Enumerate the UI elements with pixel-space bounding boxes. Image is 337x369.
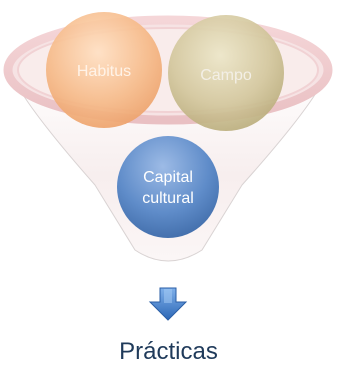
capital-label-line1: Capital	[143, 169, 193, 186]
campo-circle: Campo	[168, 15, 284, 131]
habitus-label: Habitus	[77, 63, 131, 80]
down-arrow-icon	[148, 287, 188, 321]
capital-label-line2: cultural	[142, 190, 194, 207]
campo-label: Campo	[200, 67, 252, 84]
capital-cultural-circle: Capital cultural	[117, 136, 219, 238]
habitus-circle: Habitus	[46, 12, 162, 128]
result-label: Prácticas	[119, 338, 218, 365]
